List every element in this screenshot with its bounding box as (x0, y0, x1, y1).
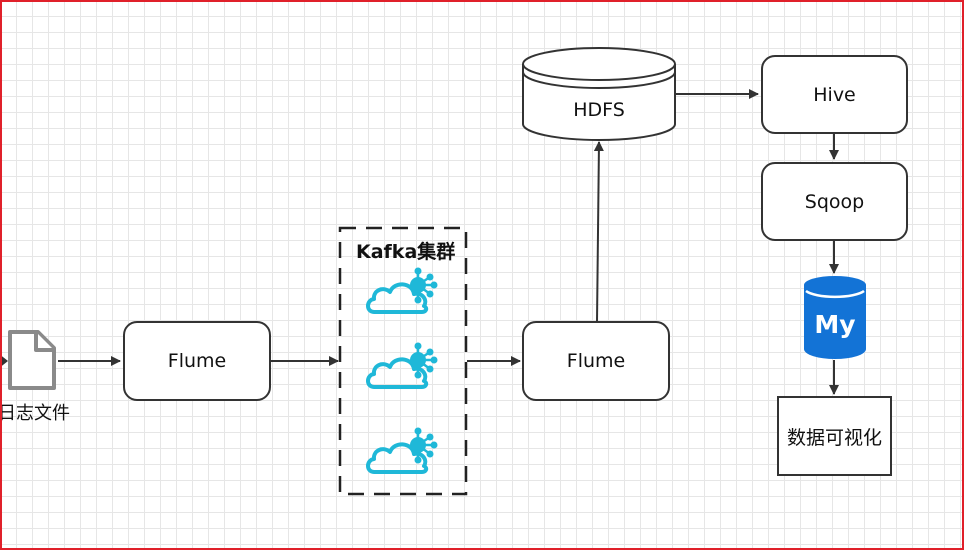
document-icon[interactable] (6, 330, 58, 392)
mysql-database-icon[interactable]: My (802, 275, 868, 361)
sqoop-node[interactable]: Sqoop (761, 162, 908, 241)
visualization-node-label: 数据可视化 (786, 426, 882, 449)
flume-node-1-label: Flume (167, 350, 227, 372)
flume-node-1[interactable]: Flume (123, 321, 271, 401)
log-file-label: 日志文件 (0, 403, 70, 424)
edge-flume-to-hdfs (593, 141, 604, 323)
hive-node[interactable]: Hive (761, 55, 908, 134)
kafka-cloud-icon (366, 267, 438, 314)
hive-node-label: Hive (813, 83, 856, 106)
kafka-cluster-container[interactable] (338, 226, 468, 496)
incoming-arrowhead (0, 354, 8, 368)
hdfs-label: HDFS (573, 99, 625, 121)
kafka-cluster-title: Kafka集群 (356, 241, 456, 263)
mysql-logo-text: My (814, 310, 855, 339)
kafka-cloud-icon (366, 342, 438, 389)
flume-node-2[interactable]: Flume (522, 321, 670, 401)
hdfs-cylinder[interactable] (521, 46, 677, 144)
kafka-cloud-icon (366, 427, 438, 474)
visualization-node[interactable]: 数据可视化 (777, 396, 892, 476)
sqoop-node-label: Sqoop (804, 190, 865, 213)
flume-node-2-label: Flume (566, 350, 626, 372)
